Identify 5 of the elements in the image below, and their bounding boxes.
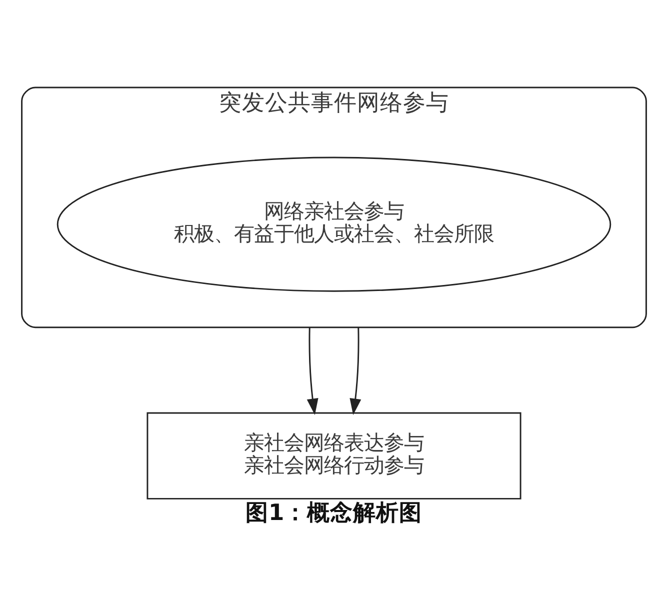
arrow <box>350 326 362 415</box>
arrow <box>306 326 318 415</box>
node-box: 亲社会网络表达参与 亲社会网络行动参与 <box>146 412 522 499</box>
caption: 图1：概念解析图 <box>246 500 422 526</box>
node-ellipse: 网络亲社会参与 积极、有益于他人或社会、社会所限 <box>56 156 612 292</box>
